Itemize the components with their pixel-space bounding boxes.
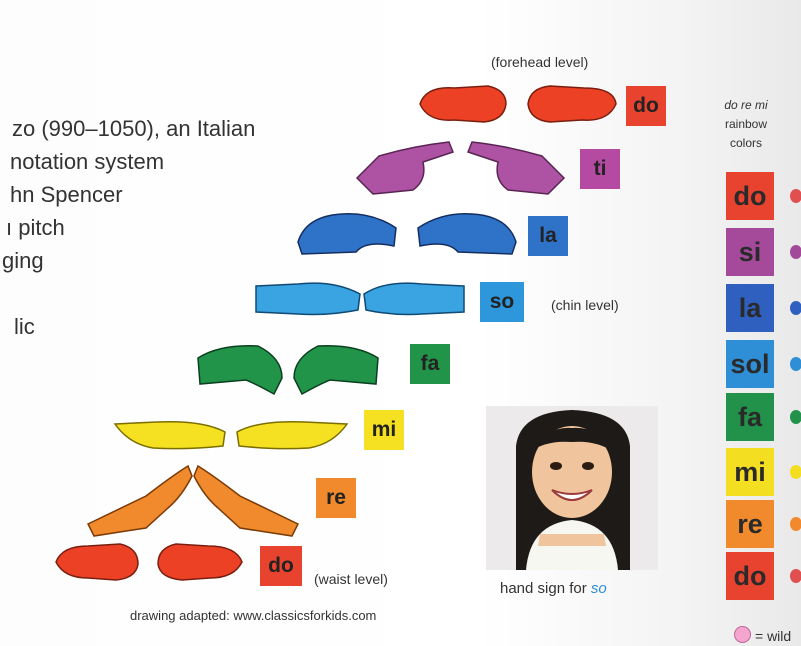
- do-low-fist-hands-icon: [54, 538, 244, 586]
- rainbow-box-text: si: [739, 237, 762, 268]
- text-line: ging: [2, 244, 255, 277]
- rainbow-title-line: do re mi: [716, 96, 776, 115]
- text-line: notation system: [10, 145, 255, 178]
- label-text: fa: [421, 352, 440, 376]
- photo-caption: hand sign for so: [500, 580, 607, 597]
- rainbow-title: do re mi rainbow colors: [716, 96, 776, 153]
- rainbow-dot-icon: [790, 301, 801, 315]
- label-text: do: [268, 554, 294, 578]
- forehead-level-label: (forehead level): [491, 54, 588, 70]
- text-line: hn Spencer: [10, 178, 255, 211]
- text-line: ı pitch: [6, 211, 255, 244]
- rainbow-box-text: mi: [734, 457, 766, 488]
- drawing-credit: drawing adapted: www.classicsforkids.com: [130, 608, 376, 623]
- label-text: do: [633, 94, 659, 118]
- left-paragraph: zo (990–1050), an Italian notation syste…: [0, 112, 255, 343]
- text-line: [0, 277, 255, 310]
- rainbow-dot-icon: [790, 245, 801, 259]
- solfege-label-la: la: [528, 216, 568, 256]
- solfege-label-mi: mi: [364, 410, 404, 450]
- solfege-label-do-low: do: [260, 546, 302, 586]
- rainbow-dot-icon: [790, 465, 801, 479]
- rainbow-dot-icon: [790, 410, 801, 424]
- rainbow-box-text: do: [734, 181, 767, 212]
- rainbow-box-sol: sol: [726, 340, 774, 388]
- child-photo: [486, 406, 658, 570]
- solfege-label-re: re: [316, 478, 356, 518]
- do-fist-hands-icon: [418, 80, 618, 128]
- rainbow-dot-icon: [790, 189, 801, 203]
- rainbow-dot-icon: [790, 357, 801, 371]
- rainbow-dot-icon: [790, 517, 801, 531]
- rainbow-box-mi: mi: [726, 448, 774, 496]
- rainbow-box-do: do: [726, 172, 774, 220]
- rainbow-box-fa: fa: [726, 393, 774, 441]
- chin-level-label: (chin level): [551, 297, 619, 313]
- ti-pointing-hands-icon: [353, 138, 568, 198]
- wild-legend: = wild: [734, 626, 791, 644]
- mi-flat-hands-icon: [113, 414, 349, 456]
- rainbow-box-re: re: [726, 500, 774, 548]
- rainbow-box-do: do: [726, 552, 774, 600]
- caption-emphasis: so: [591, 580, 607, 597]
- child-photo-illustration: [486, 406, 658, 570]
- rainbow-box-si: si: [726, 228, 774, 276]
- fa-thumb-down-hands-icon: [196, 338, 380, 396]
- solfege-label-fa: fa: [410, 344, 450, 384]
- rainbow-box-text: fa: [738, 402, 762, 433]
- wild-text: = wild: [755, 628, 791, 644]
- la-cupped-hands-icon: [296, 206, 518, 258]
- rainbow-box-text: sol: [730, 349, 769, 380]
- solfege-label-so: so: [480, 282, 524, 322]
- re-slanted-hands-icon: [86, 462, 300, 538]
- solfege-label-do: do: [626, 86, 666, 126]
- text-line: zo (990–1050), an Italian: [12, 112, 255, 145]
- rainbow-title-line: rainbow: [716, 115, 776, 134]
- rainbow-box-text: do: [734, 561, 767, 592]
- pink-dot-icon: [734, 626, 751, 643]
- label-text: ti: [594, 157, 607, 181]
- label-text: la: [539, 224, 557, 248]
- rainbow-title-line: colors: [716, 134, 776, 153]
- solfege-label-ti: ti: [580, 149, 620, 189]
- rainbow-box-text: la: [739, 293, 762, 324]
- caption-text: hand sign for: [500, 580, 591, 597]
- rainbow-box-la: la: [726, 284, 774, 332]
- label-text: so: [490, 290, 515, 314]
- rainbow-box-text: re: [737, 509, 763, 540]
- so-flat-hands-icon: [254, 274, 466, 322]
- label-text: mi: [372, 418, 397, 442]
- waist-level-label: (waist level): [314, 571, 388, 587]
- rainbow-dot-icon: [790, 569, 801, 583]
- label-text: re: [326, 486, 346, 510]
